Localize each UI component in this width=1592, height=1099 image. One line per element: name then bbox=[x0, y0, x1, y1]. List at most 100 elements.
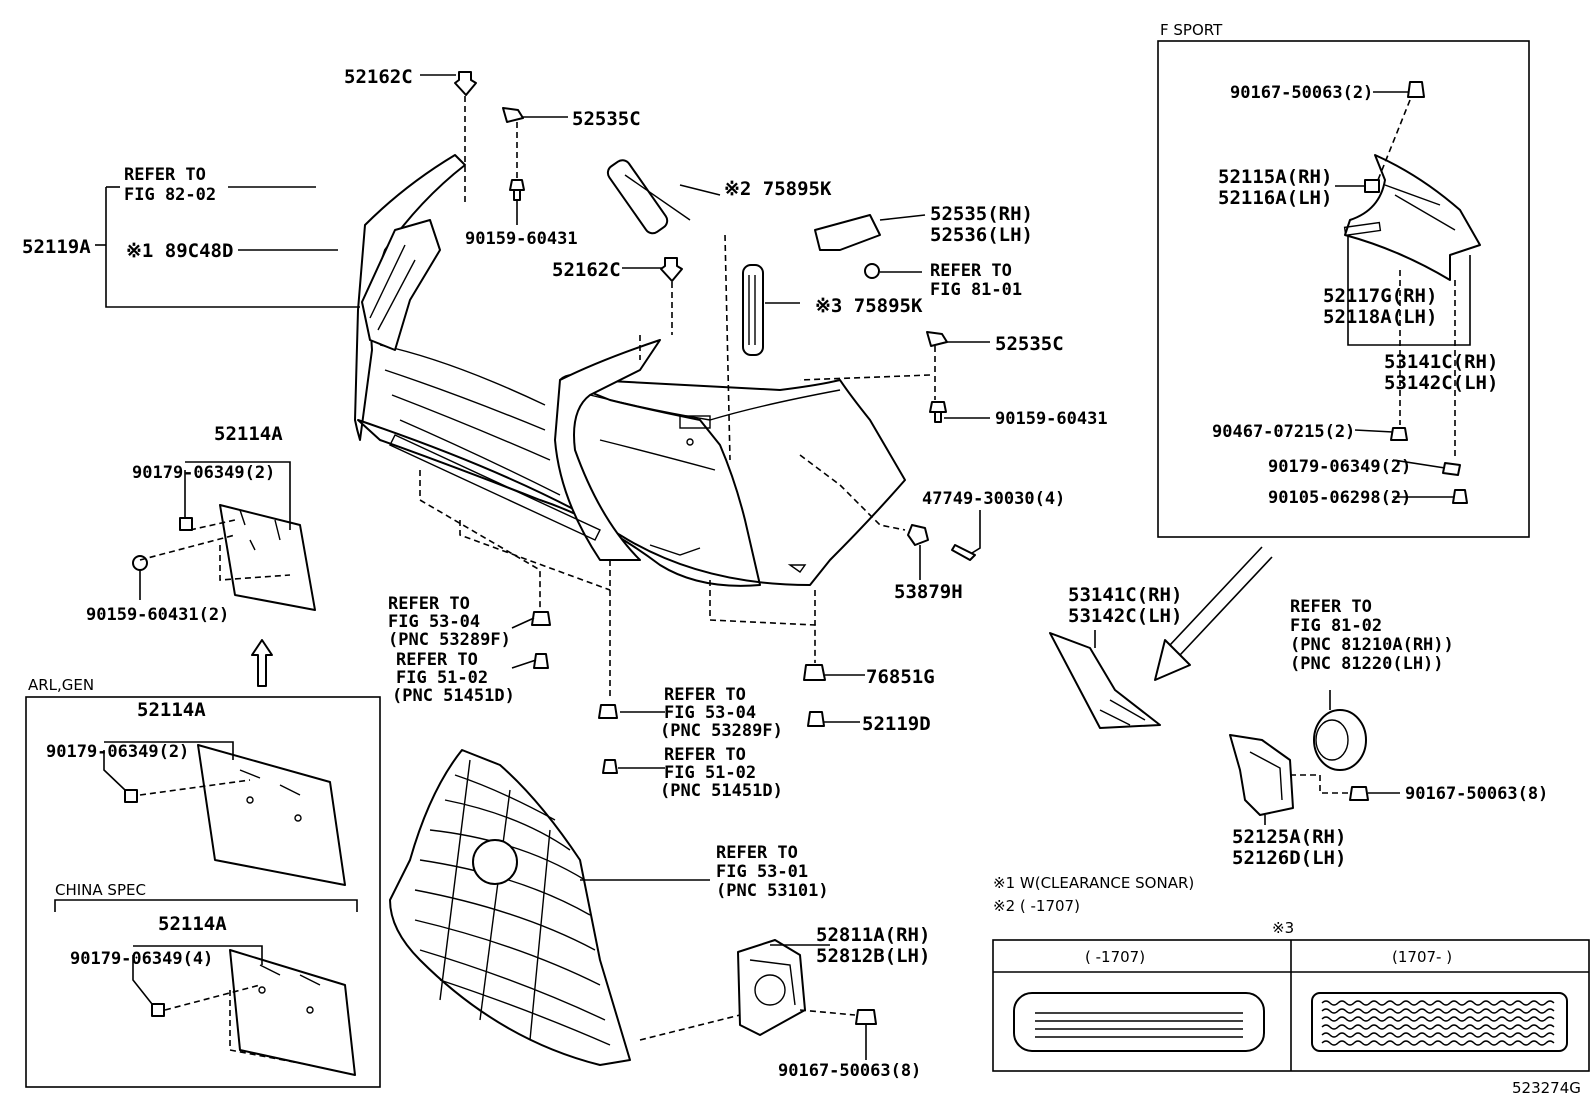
label-ref5102-a3: (PNC 51451D) bbox=[392, 686, 515, 706]
label-90159-main: 90159-60431(2) bbox=[86, 605, 229, 625]
label-ref5102-b3: (PNC 51451D) bbox=[660, 781, 783, 801]
f-sport-box bbox=[1157, 40, 1530, 538]
label-ref5102-b2: FIG 51-02 bbox=[664, 763, 756, 783]
label-52536lh: 52536(LH) bbox=[930, 224, 1033, 246]
screw-52119d bbox=[807, 711, 825, 727]
label-fs-52118a: 52118A(LH) bbox=[1323, 306, 1437, 328]
label-75895k-2: ※2 75895K bbox=[724, 178, 832, 200]
label-ref5102-a1: REFER TO bbox=[396, 650, 478, 670]
label-ref5304-b2: FIG 53-04 bbox=[664, 703, 756, 723]
screw-47749 bbox=[951, 544, 976, 561]
china-spec-bracket bbox=[54, 899, 358, 912]
clip-52162c-mid bbox=[660, 257, 683, 282]
up-arrow bbox=[251, 639, 273, 687]
fog-lamp-bracket bbox=[737, 939, 806, 1036]
label-cn-90179: 90179-06349(4) bbox=[70, 949, 213, 969]
label-ref5304-b1: REFER TO bbox=[664, 685, 746, 705]
label-ref8102-2: FIG 81-02 bbox=[1290, 616, 1382, 636]
nut-90167-bot bbox=[855, 1009, 877, 1025]
label-ref5304-a3: (PNC 53289F) bbox=[388, 630, 511, 650]
legend-table: ( -1707) (1707- ) bbox=[992, 939, 1590, 1072]
label-52126d: 52126D(LH) bbox=[1232, 847, 1346, 869]
label-refer82-b: FIG 82-02 bbox=[124, 185, 216, 205]
clip-arl-90179 bbox=[124, 789, 138, 803]
label-fs-53142c: 53142C(LH) bbox=[1384, 372, 1498, 394]
label-ref8102-3: (PNC 81210A(RH)) bbox=[1290, 635, 1454, 655]
label-ref5304-a1: REFER TO bbox=[388, 594, 470, 614]
label-ref5301-1: REFER TO bbox=[716, 843, 798, 863]
label-90179-main: 90179-06349(2) bbox=[132, 463, 275, 483]
f-sport-title: F SPORT bbox=[1160, 21, 1223, 39]
note-3: ※3 bbox=[1272, 919, 1294, 937]
label-52119a: 52119A bbox=[22, 236, 91, 258]
moulding-mesh-sample bbox=[1311, 992, 1568, 1052]
legend-col-2: (1707- ) bbox=[1392, 948, 1452, 966]
label-75895k-3: ※3 75895K bbox=[815, 295, 923, 317]
label-52114a-main: 52114A bbox=[214, 423, 283, 445]
label-arl-52114a: 52114A bbox=[137, 699, 206, 721]
bracket-52535 bbox=[814, 214, 881, 251]
fog-lamp bbox=[1313, 709, 1367, 771]
clip-52162c-top bbox=[454, 71, 477, 96]
diagram-id: 523274G bbox=[1512, 1079, 1581, 1097]
screw-ref5102-a bbox=[533, 653, 549, 669]
label-90167-right: 90167-50063(8) bbox=[1405, 784, 1548, 804]
label-90159-b: 90159-60431 bbox=[995, 409, 1108, 429]
clip-cn-90179 bbox=[151, 1003, 165, 1017]
label-fs-52115a: 52115A(RH) bbox=[1218, 166, 1332, 188]
nut-90167-right bbox=[1349, 786, 1369, 801]
label-53879h: 53879H bbox=[894, 581, 963, 603]
label-ref8102-4: (PNC 81220(LH)) bbox=[1290, 654, 1444, 674]
label-refer81-a: REFER TO bbox=[930, 261, 1012, 281]
label-ref5301-2: FIG 53-01 bbox=[716, 862, 808, 882]
label-52119d: 52119D bbox=[862, 713, 931, 735]
note-1: ※1 W(CLEARANCE SONAR) bbox=[993, 874, 1194, 892]
label-fs-52116a: 52116A(LH) bbox=[1218, 187, 1332, 209]
label-fs-53141c: 53141C(RH) bbox=[1384, 351, 1498, 373]
clip-ref5304-b bbox=[598, 704, 618, 719]
bolt-refer81 bbox=[864, 263, 880, 279]
screw-90467 bbox=[1390, 427, 1408, 441]
screw-90105 bbox=[1452, 489, 1468, 504]
arl-gen-title: ARL,GEN bbox=[28, 676, 94, 694]
license-bracket-main bbox=[219, 504, 316, 611]
label-fs-90105: 90105-06298(2) bbox=[1268, 488, 1411, 508]
moulding-plain-sample bbox=[1013, 992, 1265, 1052]
label-cn-52114a: 52114A bbox=[158, 913, 227, 935]
arl-gen-box bbox=[25, 696, 381, 1088]
clip-ref5304-a bbox=[531, 611, 551, 626]
screw-90159-a bbox=[509, 179, 525, 201]
screw-90159-b bbox=[929, 401, 947, 423]
label-ref5304-a2: FIG 53-04 bbox=[388, 612, 480, 632]
f-sport-garnish bbox=[1343, 154, 1481, 281]
label-refer82-a: REFER TO bbox=[124, 165, 206, 185]
label-52812b: 52812B(LH) bbox=[816, 945, 930, 967]
legend-col-1: ( -1707) bbox=[1085, 948, 1145, 966]
label-76851g: 76851G bbox=[866, 666, 935, 688]
label-47749: 47749-30030(4) bbox=[922, 489, 1065, 509]
screw-ref5102-b bbox=[602, 759, 618, 774]
label-ref5304-b3: (PNC 53289F) bbox=[660, 721, 783, 741]
label-53142c-mid: 53142C(LH) bbox=[1068, 605, 1182, 627]
clip-76851g bbox=[803, 664, 826, 681]
label-52811a: 52811A(RH) bbox=[816, 924, 930, 946]
fog-lamp-cover-bracket bbox=[1229, 734, 1294, 816]
label-52162c-mid: 52162C bbox=[552, 259, 621, 281]
clip-90179-fs bbox=[1442, 462, 1461, 476]
radiator-grille bbox=[389, 749, 631, 1066]
label-arl-90179: 90179-06349(2) bbox=[46, 742, 189, 762]
side-garnish bbox=[1049, 632, 1161, 729]
clip-52535c-mid bbox=[926, 331, 948, 347]
clip-53879h bbox=[907, 524, 929, 546]
license-bracket-arl bbox=[197, 744, 346, 886]
label-52535c-mid: 52535C bbox=[995, 333, 1064, 355]
front-bumper-cover bbox=[354, 154, 906, 587]
clip-52535c-top bbox=[502, 107, 524, 123]
label-ref5102-a2: FIG 51-02 bbox=[396, 668, 488, 688]
leader-lines bbox=[95, 74, 1471, 1060]
clip-90167-fs bbox=[1407, 81, 1425, 98]
direction-arrow bbox=[1154, 546, 1273, 681]
label-52535rh: 52535(RH) bbox=[930, 203, 1033, 225]
clip-90179-main bbox=[179, 517, 193, 531]
